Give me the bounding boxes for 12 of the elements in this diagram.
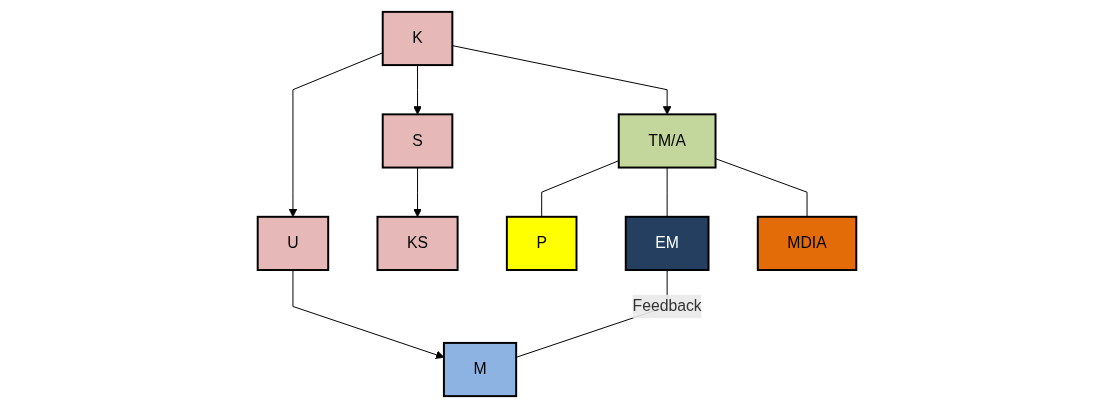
node-box: U <box>256 215 329 271</box>
node-box: EM <box>624 215 709 271</box>
node-box: M <box>442 341 517 398</box>
node-box: TM/A <box>617 113 716 169</box>
node-box: P <box>505 215 577 271</box>
connector <box>540 160 619 218</box>
edge-label: Feedback <box>632 297 702 315</box>
node-box: MDIA <box>756 215 857 271</box>
node-box: KS <box>376 215 459 271</box>
connector <box>666 167 668 218</box>
node-box: K <box>381 10 453 67</box>
node-box: S <box>381 113 453 169</box>
